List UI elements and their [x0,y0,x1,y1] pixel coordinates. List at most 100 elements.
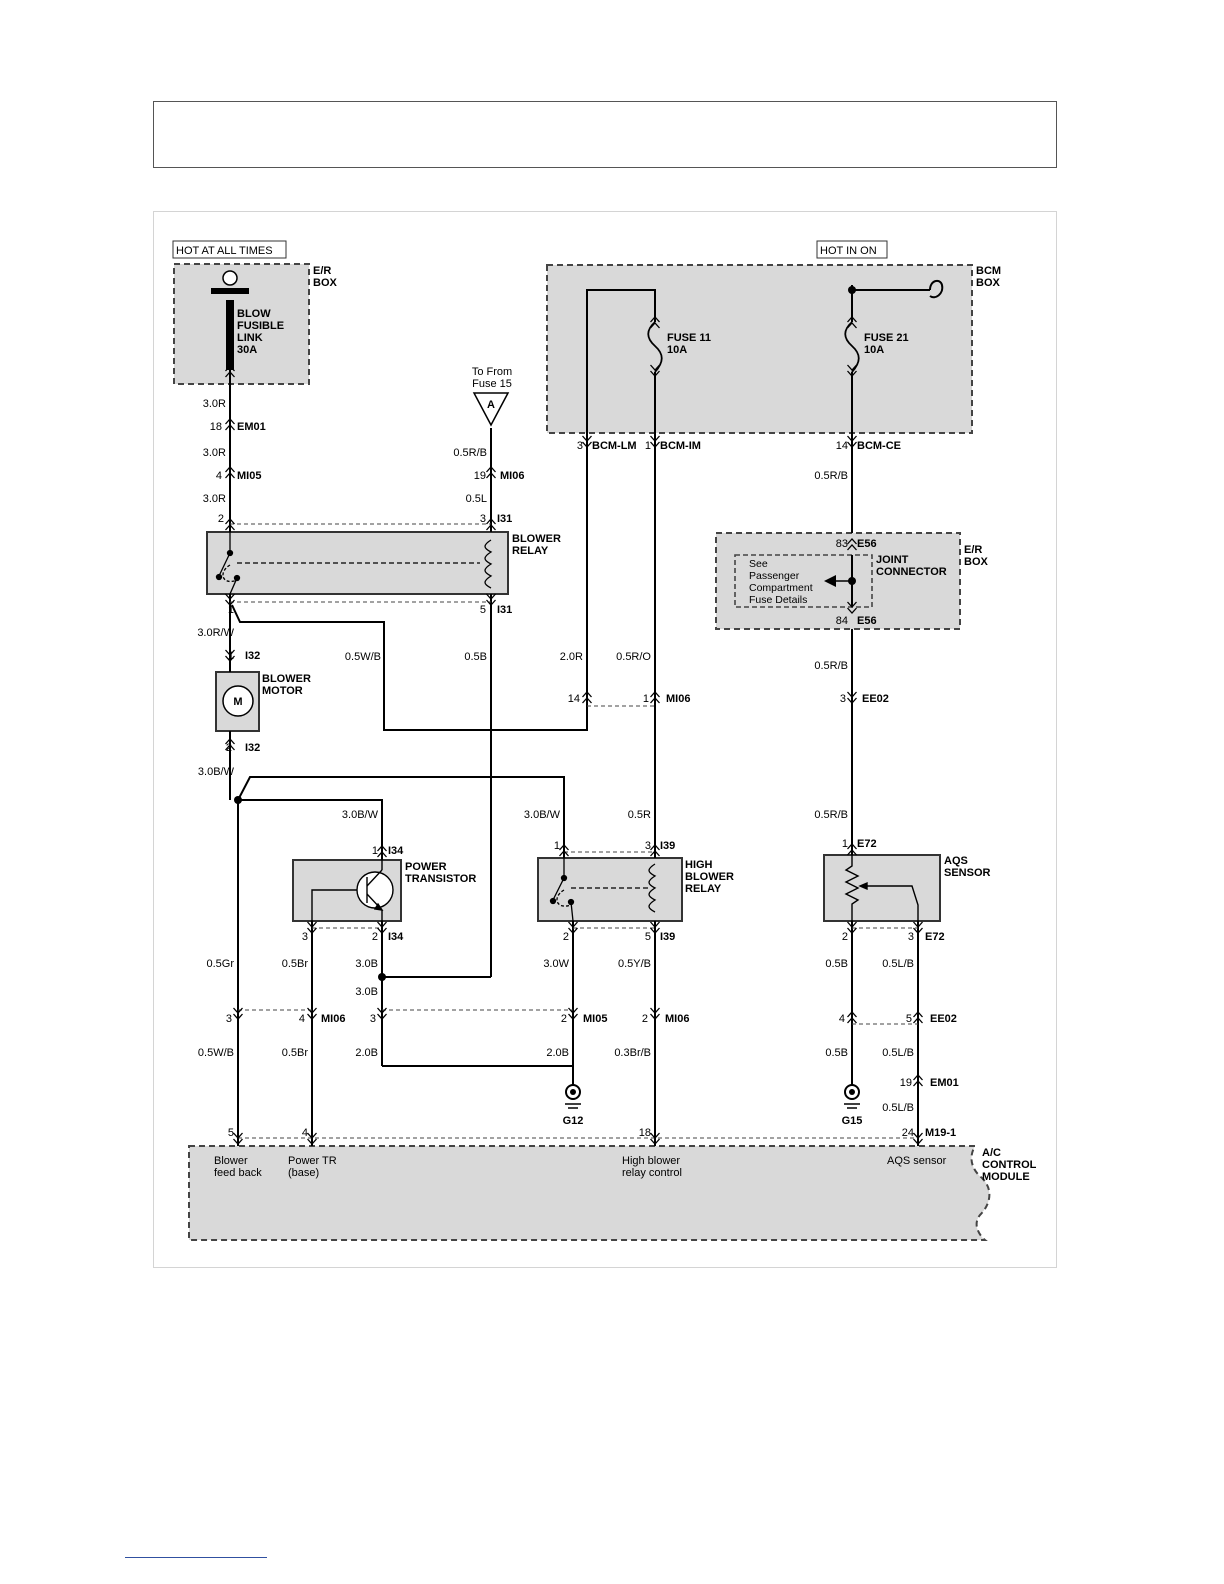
svg-text:3.0B: 3.0B [355,958,378,970]
svg-text:2.0R: 2.0R [560,651,583,663]
svg-text:BCM: BCM [976,265,1001,277]
joint-inner-box [734,554,873,608]
svg-text:MOTOR: MOTOR [262,685,303,697]
svg-text:0.5Gr: 0.5Gr [206,958,234,970]
svg-text:3: 3 [370,1013,376,1025]
svg-text:3: 3 [908,931,914,943]
svg-text:A/C: A/C [982,1147,1001,1159]
svg-text:0.5W/B: 0.5W/B [345,651,381,663]
svg-text:RELAY: RELAY [512,545,549,557]
svg-text:BCM-IM: BCM-IM [660,440,701,452]
svg-text:MI06: MI06 [500,470,524,482]
svg-text:19: 19 [474,470,486,482]
svg-text:0.5R: 0.5R [628,809,651,821]
svg-text:Fuse 15: Fuse 15 [472,378,512,390]
motor-icon: M [222,685,254,717]
svg-text:2: 2 [372,931,378,943]
tag-hot-on: HOT IN ON [820,245,877,257]
svg-text:FUSE 21: FUSE 21 [864,332,909,344]
svg-text:AQS: AQS [944,855,968,867]
svg-text:CONTROL: CONTROL [982,1159,1037,1171]
svg-text:3: 3 [226,1013,232,1025]
ground-g12-icon [565,1084,581,1109]
svg-text:JOINT: JOINT [876,554,909,566]
svg-text:POWER: POWER [405,861,447,873]
svg-text:0.3Br/B: 0.3Br/B [614,1047,651,1059]
svg-text:BCM-CE: BCM-CE [857,440,901,452]
svg-text:Blower: Blower [214,1155,248,1167]
svg-text:HIGH: HIGH [685,859,713,871]
ref-a-label: A [487,399,495,411]
motor-symbol: M [233,696,242,708]
svg-text:EM01: EM01 [237,421,266,433]
svg-text:Passenger: Passenger [749,570,800,582]
svg-text:18: 18 [639,1127,651,1139]
ground-g15-label: G15 [842,1115,863,1127]
svg-text:4: 4 [839,1013,845,1025]
svg-text:feed back: feed back [214,1167,262,1179]
tag-hot-always: HOT AT ALL TIMES [176,245,273,257]
svg-text:BCM-LM: BCM-LM [592,440,637,452]
svg-text:0.5B: 0.5B [825,958,848,970]
svg-text:3.0B/W: 3.0B/W [524,809,561,821]
tag-hot-on-box [816,240,888,259]
svg-text:EM01: EM01 [930,1077,959,1089]
svg-text:1: 1 [643,693,649,705]
svg-text:High blower: High blower [622,1155,680,1167]
ground-symbols [565,1084,860,1109]
svg-text:0.5R/B: 0.5R/B [814,660,848,672]
svg-text:0.5Br: 0.5Br [282,958,309,970]
footer-link-line[interactable] [125,1557,267,1558]
component-labels: E/R BOX BLOW FUSIBLE LINK 30A BCM BOX FU… [237,265,1037,1183]
fuse-symbols [647,321,860,373]
svg-text:5: 5 [480,604,486,616]
svg-text:2: 2 [642,1013,648,1025]
svg-text:E72: E72 [857,838,877,850]
svg-text:E/R: E/R [313,265,331,277]
aqs-sensor-box [823,854,941,922]
svg-text:E/R: E/R [964,544,982,556]
fusible-link-icon [211,270,249,370]
svg-text:5: 5 [906,1013,912,1025]
svg-text:0.5R/B: 0.5R/B [453,447,487,459]
svg-text:3.0R: 3.0R [203,447,226,459]
svg-text:0.5L/B: 0.5L/B [882,1102,914,1114]
svg-text:2: 2 [561,1013,567,1025]
tag-hot-always-box [172,240,287,259]
svg-text:3: 3 [840,693,846,705]
svg-text:5: 5 [645,931,651,943]
svg-text:FUSE 11: FUSE 11 [667,332,711,344]
svg-text:0.5Br: 0.5Br [282,1047,309,1059]
high-blower-relay-box [537,857,683,922]
svg-text:1: 1 [372,845,378,857]
svg-text:TRANSISTOR: TRANSISTOR [405,873,476,885]
svg-text:BOX: BOX [964,556,989,568]
svg-text:2: 2 [226,742,232,754]
svg-text:0.5Y/B: 0.5Y/B [618,958,651,970]
svg-text:See: See [749,558,768,570]
svg-text:24: 24 [902,1127,914,1139]
svg-text:MI06: MI06 [665,1013,689,1025]
svg-text:E72: E72 [925,931,945,943]
svg-text:18: 18 [210,421,222,433]
svg-text:M19-1: M19-1 [925,1127,956,1139]
svg-text:MI06: MI06 [666,693,690,705]
svg-text:0.5L/B: 0.5L/B [882,1047,914,1059]
svg-text:0.5L/B: 0.5L/B [882,958,914,970]
svg-text:I39: I39 [660,931,675,943]
svg-text:Power TR: Power TR [288,1155,337,1167]
svg-text:SENSOR: SENSOR [944,867,991,879]
svg-text:BLOWER: BLOWER [685,871,734,883]
svg-text:MI05: MI05 [583,1013,607,1025]
svg-text:2.0B: 2.0B [546,1047,569,1059]
svg-text:I39: I39 [660,840,675,852]
svg-text:0.5B: 0.5B [464,651,487,663]
relay-internals [215,532,657,922]
svg-text:0.5B: 0.5B [825,1047,848,1059]
svg-text:E56: E56 [857,615,877,627]
svg-text:3: 3 [645,840,651,852]
svg-text:14: 14 [568,693,580,705]
svg-text:I34: I34 [388,931,404,943]
svg-text:4: 4 [216,470,222,482]
